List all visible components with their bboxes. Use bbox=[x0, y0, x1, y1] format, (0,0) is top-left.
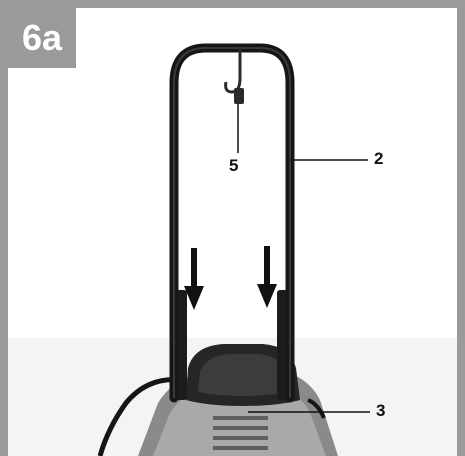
callout-2: 2 bbox=[374, 149, 384, 168]
callout-3: 3 bbox=[376, 401, 386, 420]
arrow-down-icon bbox=[184, 248, 204, 310]
product-photo bbox=[8, 43, 457, 456]
cable-hook bbox=[224, 46, 244, 104]
arrow-down-icon bbox=[257, 246, 277, 308]
callout-5: 5 bbox=[229, 156, 239, 175]
figure-label: 6a bbox=[8, 8, 76, 68]
